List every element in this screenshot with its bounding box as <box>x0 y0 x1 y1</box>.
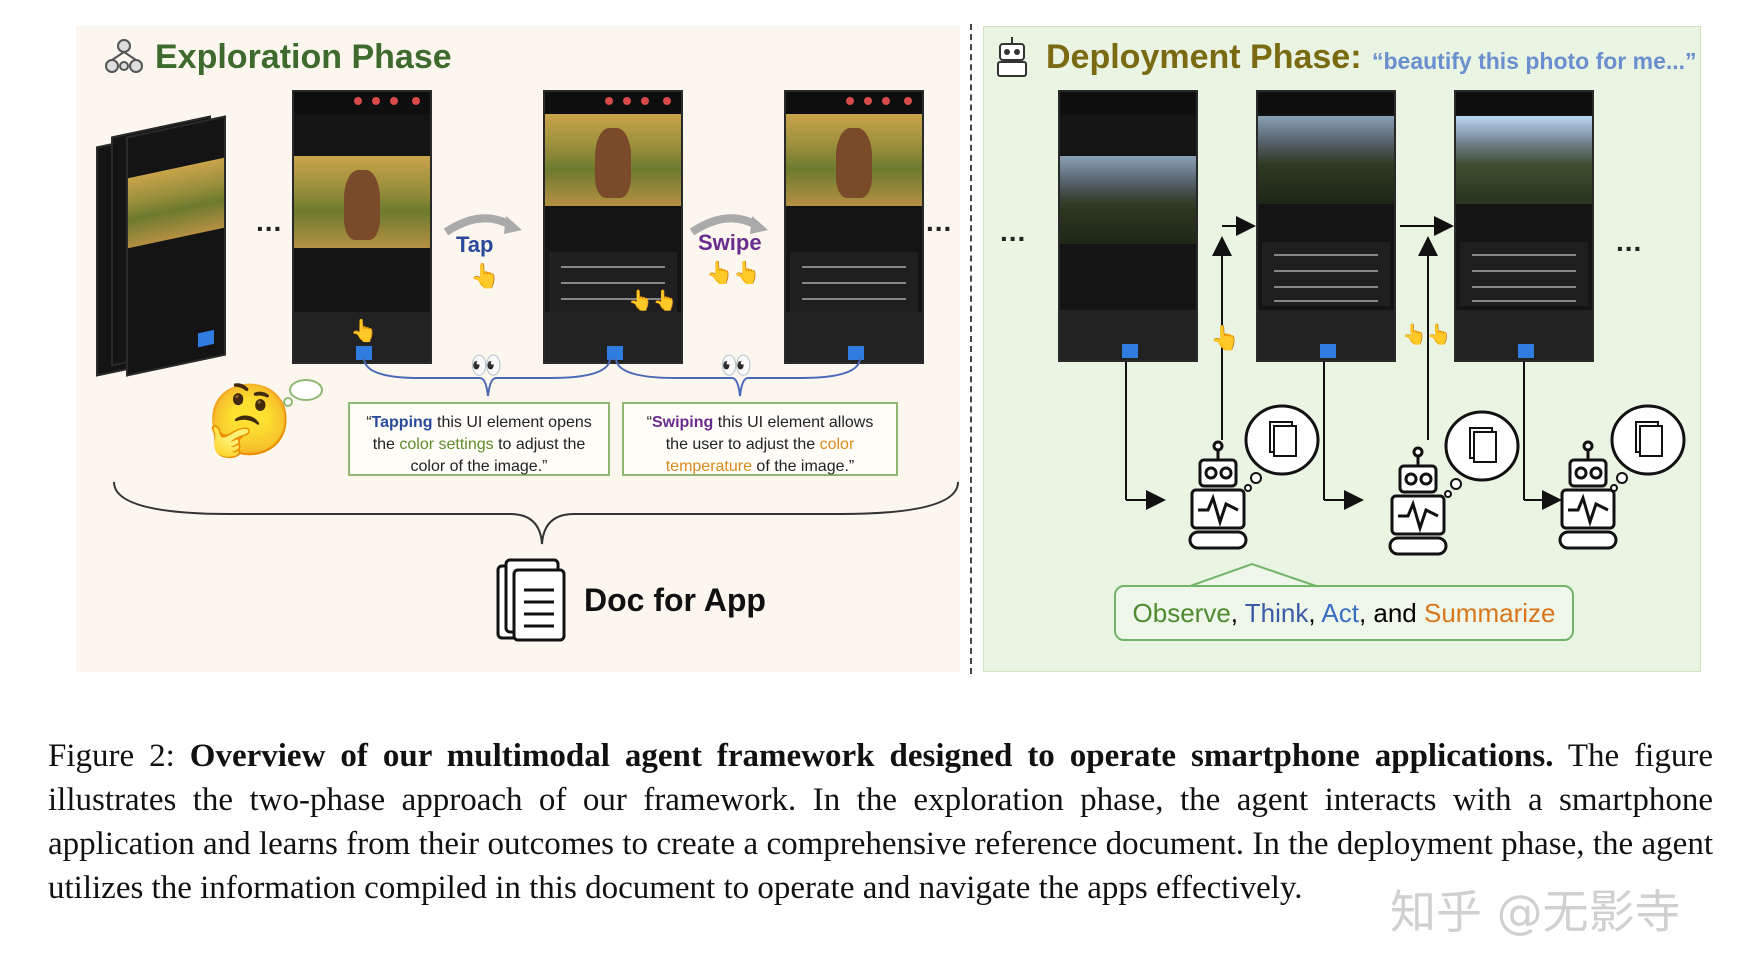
tap-hand-icon: 👆 <box>470 263 500 290</box>
doc-thought-icon-3 <box>1610 404 1686 492</box>
tap-arrow <box>443 214 522 236</box>
thinking-face-icon: 🤔 <box>206 381 294 459</box>
think-word: Think <box>1244 598 1309 628</box>
swipe-arrow <box>689 214 768 236</box>
deployment-title: Deployment Phase: <box>1046 38 1362 76</box>
callout-pointer <box>1190 562 1317 587</box>
network-icon <box>105 39 143 73</box>
observation-brackets <box>363 357 861 397</box>
observe-think-act-summarize: Observe, Think, Act, and Summarize <box>1114 585 1574 641</box>
doc-thought-icon-2 <box>1444 410 1520 498</box>
deployment-ellipsis-2: ... <box>1616 226 1643 257</box>
deployment-screen-3 <box>1454 90 1594 362</box>
deploy-tap-hand-icon: 👆 <box>1210 325 1240 352</box>
act-word: Act <box>1321 598 1359 628</box>
exploration-ellipsis-2: ... <box>926 206 953 237</box>
exploration-ellipsis-1: ... <box>256 206 283 237</box>
thought-bubble-icon <box>283 379 323 407</box>
deploy-swipe-hand-icon: 👆👆 <box>1402 324 1452 346</box>
exploration-screen-3 <box>784 90 924 364</box>
swipe-note: “Swiping this UI element allows the user… <box>622 402 898 476</box>
agent-robot-3 <box>1550 440 1630 557</box>
eyes-icon-2: 👀 <box>720 350 753 380</box>
exploration-title: Exploration Phase <box>155 38 452 76</box>
swipe-hand-icon-screen-2: 👆👆 <box>628 290 678 312</box>
tap-label: Tap <box>456 232 494 257</box>
robot-icon <box>997 37 1027 77</box>
deployment-flow-arrows <box>1125 216 1562 510</box>
doc-thought-icon-1 <box>1244 404 1320 492</box>
phase-divider <box>970 24 972 674</box>
doc-for-app-label: Doc for App <box>584 582 766 618</box>
summarize-word: Summarize <box>1424 598 1556 628</box>
tap-action-word: Tapping <box>371 414 433 431</box>
caption-label: Figure 2: <box>48 738 190 774</box>
figure-caption: Figure 2: Overview of our multimodal age… <box>48 734 1713 910</box>
exploration-screen-2 <box>543 90 683 364</box>
caption-text: The figure illustrates the two-phase app… <box>48 738 1713 906</box>
watermark: 知乎 @无影寺 <box>1390 885 1681 939</box>
deployment-ellipsis-1: ... <box>1000 216 1027 247</box>
swipe-hand-icon: 👆👆 <box>706 260 761 285</box>
summary-brace <box>113 481 959 545</box>
observe-word: Observe <box>1132 598 1231 628</box>
swipe-action-word: Swiping <box>651 414 714 431</box>
agent-robot-1 <box>1180 440 1260 557</box>
tap-note: “Tapping this UI element opens the color… <box>348 402 610 476</box>
caption-bold: Overview of our multimodal agent framewo… <box>189 738 1554 774</box>
eyes-icon-1: 👀 <box>470 350 503 380</box>
deployment-screen-1 <box>1058 90 1198 362</box>
tap-hand-icon-2: 👆 <box>350 318 378 343</box>
deployment-quote: “beautify this photo for me...” <box>1372 48 1697 74</box>
swipe-highlight: color temperature <box>665 436 855 475</box>
screenshot-stack <box>96 96 236 377</box>
exploration-screen-1 <box>292 90 432 364</box>
document-icon <box>496 558 566 642</box>
tap-highlight: color settings <box>399 436 494 453</box>
deployment-screen-2 <box>1256 90 1396 362</box>
swipe-label: Swipe <box>698 230 762 255</box>
agent-robot-2 <box>1380 446 1460 563</box>
